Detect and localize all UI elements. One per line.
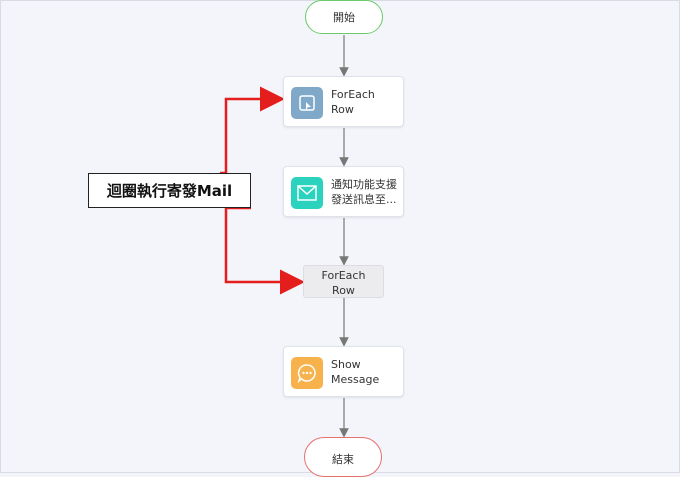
annotation-arrow-bottom <box>224 206 305 295</box>
start-label: 開始 <box>333 11 355 24</box>
foreach-icon <box>291 87 323 119</box>
node-label-line1: Show <box>331 358 361 371</box>
node-label-line2: Row <box>332 284 355 297</box>
foreach-row-node[interactable]: ForEach Row <box>283 76 404 127</box>
node-label-line1: ForEach <box>321 269 366 282</box>
start-node[interactable]: 開始 <box>305 0 383 34</box>
annotation-callout: 迴圈執行寄發Mail <box>88 173 251 208</box>
node-label-line2: 發送訊息至... <box>331 193 397 206</box>
node-label-line2: Row <box>331 103 354 116</box>
foreach-end-node[interactable]: ForEach Row <box>303 265 384 298</box>
annotation-text: 迴圈執行寄發Mail <box>106 182 233 200</box>
annotation-arrow-top <box>220 86 285 175</box>
node-label-line1: ForEach <box>331 88 375 101</box>
send-message-node[interactable]: 通知功能支援 發送訊息至... <box>283 166 404 217</box>
chat-icon <box>291 357 323 389</box>
node-label-line1: 通知功能支援 <box>331 178 397 191</box>
end-label: 結束 <box>332 453 354 466</box>
mail-icon <box>291 177 323 209</box>
node-label-line2: Message <box>331 373 380 386</box>
show-message-node[interactable]: Show Message <box>283 346 404 397</box>
end-node[interactable]: 結束 <box>304 437 382 477</box>
